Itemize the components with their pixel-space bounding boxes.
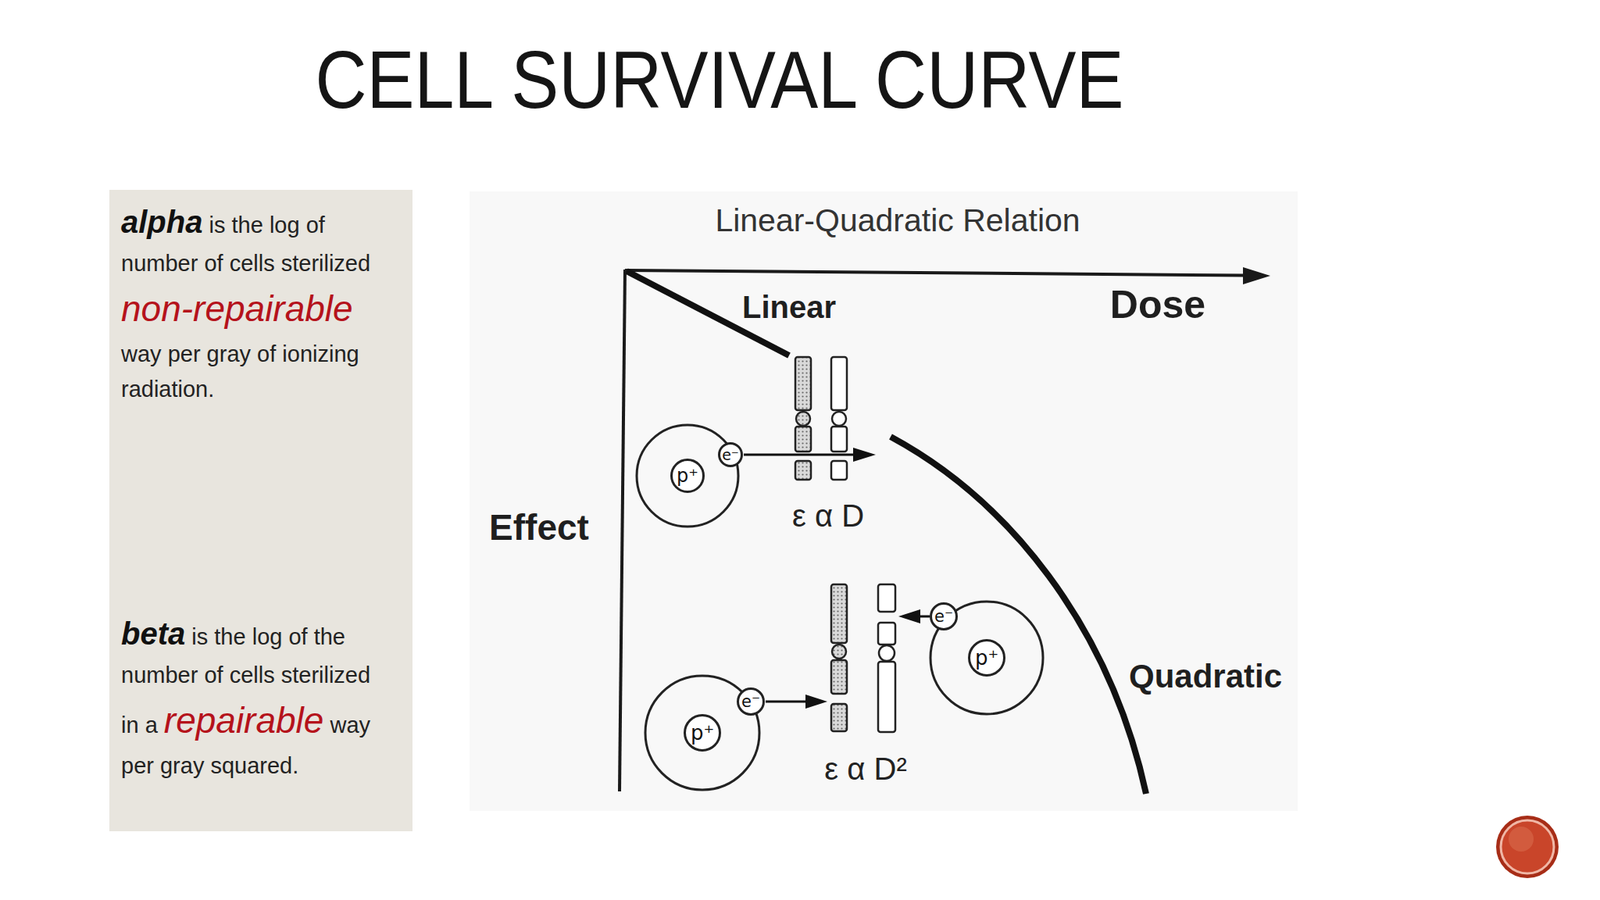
particle-symbol: p⁺: [670, 458, 705, 493]
proton-circle: p⁺: [670, 458, 705, 493]
figure-heading: Linear-Quadratic Relation: [714, 204, 1080, 237]
term-beta: beta: [121, 616, 186, 651]
chromosome-fragment: [831, 460, 847, 480]
chromosome-fragment: [831, 703, 847, 732]
arrowhead: [898, 609, 921, 624]
chromosome-arm: [878, 661, 896, 733]
curve-label: Quadratic: [1128, 660, 1283, 693]
definition-panel: alpha is the log of number of cells ster…: [109, 189, 413, 832]
atom-orbit: [636, 425, 739, 527]
definition-paragraph: beta is the log of the number of cells s…: [121, 609, 372, 784]
figure-background: [469, 191, 1298, 811]
formula-label: ε α D: [792, 500, 865, 532]
dose-axis: [625, 270, 1246, 276]
chromosome-arm: [795, 426, 811, 452]
slide-button-shine: [1508, 826, 1534, 852]
particle-symbol: e⁻: [736, 687, 765, 716]
chromosome-arm: [878, 622, 896, 645]
electron-circle: e⁻: [736, 687, 765, 716]
proton-circle: p⁺: [683, 714, 722, 752]
electron-arrow: [765, 700, 808, 704]
arrowhead: [805, 694, 828, 709]
centromere: [796, 411, 811, 426]
electron-arrow: [918, 615, 930, 618]
slide-button: [1500, 820, 1554, 874]
particle-symbol: p⁺: [967, 639, 1006, 677]
centromere: [832, 644, 847, 659]
quadratic-curve: [890, 436, 1147, 794]
particle-symbol: e⁻: [929, 602, 958, 631]
proton-circle: p⁺: [967, 639, 1006, 677]
axis-label: Effect: [489, 509, 590, 546]
definition-text: way per gray of ionizing radiation.: [121, 341, 360, 402]
axis-label: Dose: [1110, 285, 1206, 325]
slide-title: CELL SURVIVAL CURVE: [314, 39, 1124, 121]
chromosome-pair-top: [795, 357, 847, 480]
chromosome-arm: [831, 660, 847, 694]
electron-circle: e⁻: [929, 602, 958, 631]
chromosome-fragment: [878, 584, 896, 612]
definition-paragraph: alpha is the log of number of cells ster…: [121, 197, 372, 408]
chromosome-arm: [831, 426, 847, 452]
centromere: [832, 411, 847, 426]
effect-axis: [619, 269, 625, 792]
particle-symbol: p⁺: [683, 714, 722, 752]
chromosome-arm: [831, 584, 847, 643]
chromosome-arm: [795, 357, 811, 411]
electron-circle: e⁻: [717, 442, 743, 468]
term-alpha: alpha: [121, 204, 203, 240]
particle-symbol: e⁻: [717, 442, 743, 468]
slide-button-outer: [1496, 815, 1559, 879]
chromosome-arm: [831, 357, 847, 411]
axis-arrowhead: [1242, 267, 1271, 285]
formula-label: ε α D²: [824, 753, 907, 785]
chromosome-fragment: [795, 460, 811, 480]
atom-orbit: [930, 601, 1043, 715]
chromosome-pair-bottom: [831, 584, 896, 733]
electron-arrow: [743, 453, 855, 457]
centromere: [878, 645, 895, 661]
emphasis-text: repairable: [164, 700, 325, 741]
emphasis-text: non-repairable: [121, 288, 354, 329]
curve-label: Linear: [742, 291, 836, 323]
arrowhead: [853, 447, 876, 462]
